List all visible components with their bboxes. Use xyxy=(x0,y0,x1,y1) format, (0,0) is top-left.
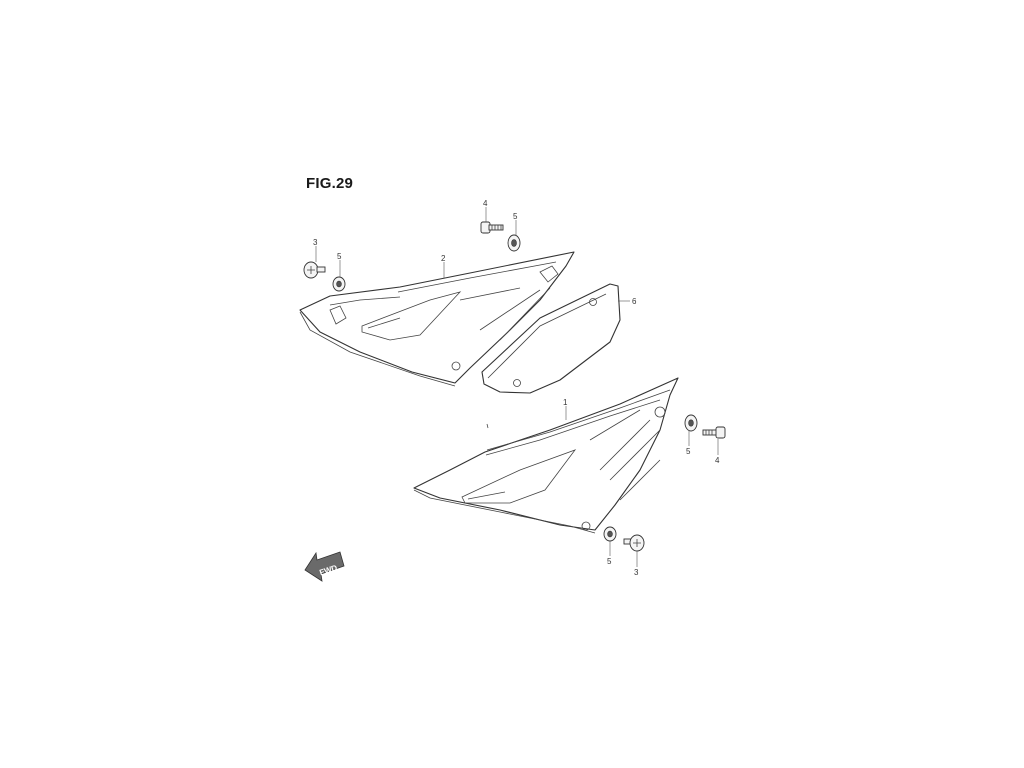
callout-2: 2 xyxy=(441,254,446,263)
callout-5-right: 5 xyxy=(686,447,691,456)
washer-bottom xyxy=(603,526,617,542)
callout-6: 6 xyxy=(632,297,637,306)
callout-4-top: 4 xyxy=(483,199,488,208)
washer-right xyxy=(684,414,698,432)
callout-4-right: 4 xyxy=(715,456,720,465)
screw-bottom xyxy=(623,534,645,552)
screw-left xyxy=(303,261,326,279)
callout-1: 1 xyxy=(563,398,568,407)
fwd-arrow-icon: FWD xyxy=(304,551,345,582)
washer-top xyxy=(507,234,521,252)
washer-left xyxy=(332,276,346,292)
side-cover-right xyxy=(413,377,679,534)
callout-5-left: 5 xyxy=(337,252,342,261)
side-panel xyxy=(481,283,621,394)
callout-5-bottom: 5 xyxy=(607,557,612,566)
bolt-right xyxy=(702,426,726,439)
callout-3-bottom: 3 xyxy=(634,568,639,577)
bolt-top xyxy=(480,221,504,234)
callout-5-top: 5 xyxy=(513,212,518,221)
figure-title: FIG.29 xyxy=(306,175,354,192)
side-cover-left xyxy=(299,251,575,387)
leader-lines xyxy=(315,207,719,567)
callout-3-left: 3 xyxy=(313,238,318,247)
callout-labels: 4 5 3 5 2 6 1 5 4 5 3 xyxy=(313,199,720,577)
